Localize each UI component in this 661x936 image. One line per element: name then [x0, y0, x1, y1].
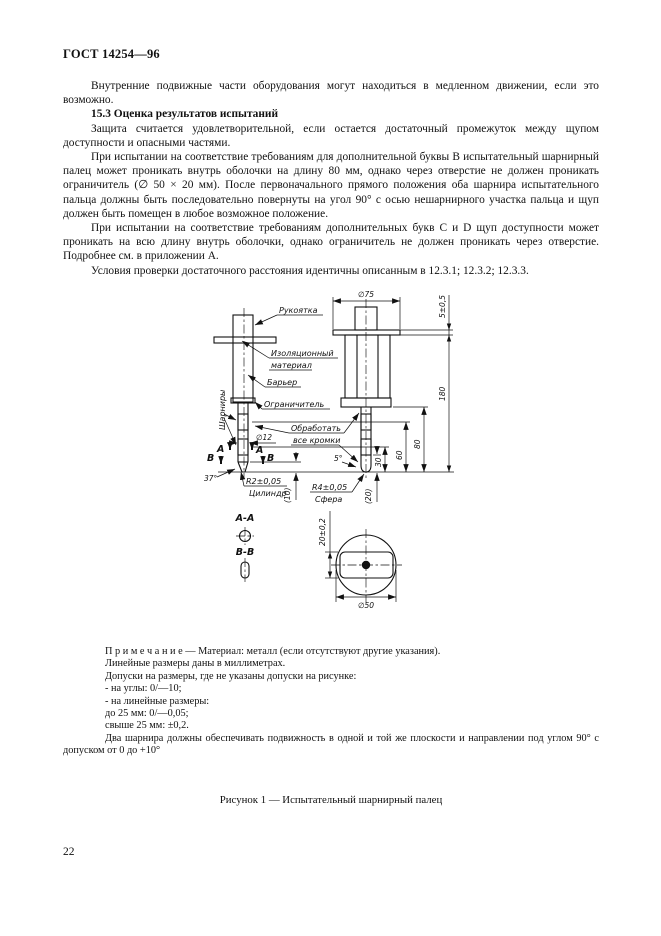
- dim-30-text: 30: [374, 457, 383, 467]
- paragraph-conditions: Условия проверки достаточного расстояния…: [91, 264, 529, 277]
- section-letter-b-left: В: [207, 453, 214, 464]
- dim-d12: ∅12: [227, 433, 276, 446]
- part-labels: Рукоятка Изоляционный материал Барьер Ог…: [204, 306, 365, 504]
- front-view: [332, 299, 401, 478]
- note-line: Допуски на размеры, где не указаны допус…: [105, 670, 357, 682]
- note-block: П р и м е ч а н и е — Материал: металл (…: [63, 646, 599, 758]
- note-line: П р и м е ч а н и е — Материал: металл (…: [105, 646, 441, 657]
- section-bb-label: В-В: [236, 547, 254, 558]
- dim-d50-text: ∅50: [358, 601, 374, 610]
- label-cylinder: Цилиндр: [249, 489, 287, 498]
- dim-10-text: (10): [283, 488, 292, 503]
- stop-plate-flats: [339, 551, 394, 579]
- paragraph-protection: Защита считается удовлетворительной, есл…: [63, 122, 599, 149]
- label-insulating-material-1: Изоляционный: [271, 349, 334, 358]
- paragraph-letter-b-test: При испытании на соответствие требования…: [63, 151, 599, 220]
- section-letter-a-left: А: [216, 444, 224, 455]
- guard-plate-side: [213, 336, 277, 344]
- dim-180-text: 180: [438, 386, 447, 401]
- figure-test-finger-drawing: А А В В Рукоятка Изоляционный материал Б…: [204, 290, 454, 610]
- dimensions: ∅75 5±0,5 180 80 60 30: [218, 290, 454, 504]
- label-sphere: Сфера: [315, 495, 342, 504]
- bottom-view: 20±0,2 ∅50: [318, 511, 402, 610]
- section-aa: А-А: [235, 513, 255, 545]
- label-handle: Рукоятка: [279, 306, 318, 315]
- note-line: Два шарнира должны обеспечивать подвижно…: [63, 732, 599, 757]
- label-hinges: Шарниры: [218, 390, 227, 430]
- label-machine-edges-2: все кромки: [293, 436, 340, 445]
- guard-plate-front: [332, 329, 401, 336]
- label-angle-5: 5°: [334, 454, 343, 463]
- dim-d12-text: ∅12: [256, 433, 272, 442]
- dim-20-text: (20): [364, 489, 373, 504]
- dim-20-02-text: 20±0,2: [318, 518, 327, 546]
- handle-rod-side: [232, 314, 254, 403]
- dim-80-text: 80: [413, 439, 422, 449]
- figure-caption: Рисунок 1 — Испытательный шарнирный пале…: [219, 794, 443, 806]
- section-bb: В-В: [236, 547, 254, 582]
- page-number: 22: [63, 846, 75, 858]
- paragraph-slow-motion: Внутренние подвижные части оборудования …: [63, 80, 599, 107]
- label-barrier: Барьер: [267, 378, 297, 387]
- section-letter-a-right: А: [255, 445, 263, 456]
- label-stop: Ограничитель: [264, 400, 325, 409]
- section-heading-15-3: 15.3 Оценка результатов испытаний: [91, 108, 279, 121]
- hinge-2-side: [237, 438, 249, 456]
- stop-plate-side: [230, 397, 256, 404]
- stop-plate-front: [340, 397, 392, 408]
- hinge-1-side: [237, 413, 249, 431]
- label-r4: R4±0,05: [312, 483, 347, 492]
- dim-5-text: 5±0,5: [438, 295, 447, 318]
- section-aa-circle: [238, 529, 252, 543]
- dim-60-text: 60: [395, 450, 404, 460]
- section-aa-label: А-А: [235, 513, 255, 524]
- standard-number: ГОСТ 14254—96: [63, 47, 160, 61]
- label-angle-37: 37°: [204, 474, 218, 483]
- section-bb-oval: [240, 561, 250, 579]
- section-marks: А А В В: [207, 442, 274, 464]
- dim-d75-text: ∅75: [358, 290, 374, 299]
- note-line: - на линейные размеры:: [105, 695, 210, 707]
- dim-10: (10): [250, 452, 301, 503]
- handle-body: [344, 334, 391, 399]
- note-line: свыше 25 мм: ±0,2.: [105, 720, 189, 732]
- section-letter-b-right: В: [267, 453, 274, 464]
- finger-end-dot: [361, 560, 371, 570]
- finger-tip-chamfer: [237, 461, 249, 473]
- body-text: Внутренние подвижные части оборудования …: [63, 79, 599, 278]
- label-r2: R2±0,05: [246, 477, 281, 486]
- note-line: до 25 мм: 0/—0,05;: [105, 708, 189, 720]
- label-machine-edges-1: Обработать: [291, 424, 341, 433]
- note-line: Линейные размеры даны в миллиметрах.: [105, 658, 286, 670]
- label-insulating-material-2: материал: [271, 361, 312, 370]
- paragraph-letters-c-d: При испытании на соответствие требования…: [63, 222, 599, 263]
- note-line: - на углы: 0/—10;: [105, 683, 182, 695]
